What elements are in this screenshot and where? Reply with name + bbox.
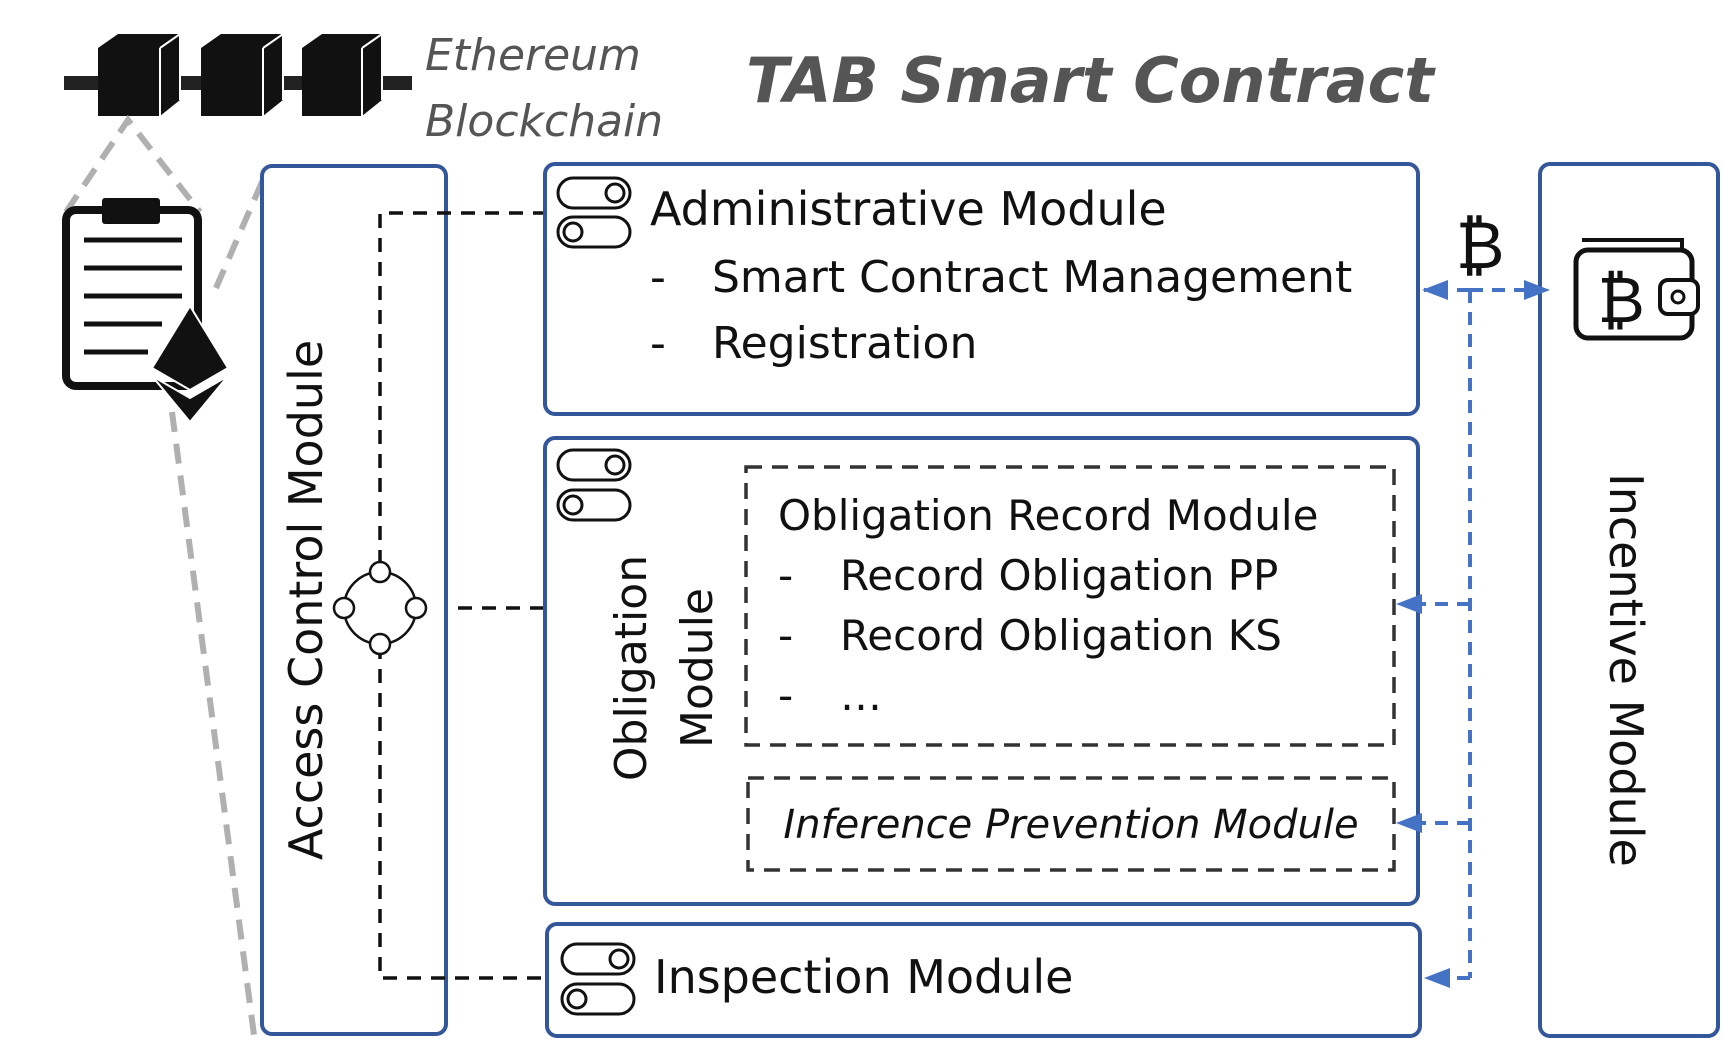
obligation-record-module-box — [744, 465, 1396, 747]
inspection-module-title: Inspection Module — [654, 950, 1073, 1004]
obligation-record-item-more: … — [840, 671, 882, 720]
bitcoin-icon: ₿ — [1597, 264, 1644, 338]
administrative-module-box — [543, 162, 1420, 416]
inference-prevention-module-box — [746, 776, 1396, 872]
inference-prevention-module-title: Inference Prevention Module — [783, 802, 1358, 848]
contract-document-icon — [62, 198, 202, 390]
blockchain-label-line1: Ethereum — [425, 30, 641, 81]
bitcoin-wallet-icon: ₿ — [1573, 238, 1700, 341]
obligation-record-bullet: - — [778, 551, 793, 600]
blockchain-icon — [64, 32, 412, 116]
administrative-item-registration: Registration — [712, 318, 977, 369]
inspection-module-box — [545, 922, 1422, 1038]
incentive-module-label: Incentive Module — [1599, 473, 1653, 867]
administrative-module-title: Administrative Module — [650, 182, 1167, 236]
blockchain-link-lines — [63, 114, 271, 1036]
obligation-module-label-line2: Module — [672, 588, 723, 748]
bitcoin-icon: ₿ — [1456, 207, 1505, 284]
ethereum-icon — [150, 304, 230, 424]
obligation-record-bullet: - — [778, 611, 793, 660]
obligation-module-box — [543, 436, 1420, 906]
incentive-arrows — [1396, 280, 1550, 988]
network-node-icon — [332, 560, 428, 656]
toggle-switch-icon — [556, 448, 632, 522]
administrative-item-smart-contract-management: Smart Contract Management — [712, 252, 1352, 303]
access-control-module-label: Access Control Module — [279, 340, 333, 860]
access-control-module-box — [260, 164, 448, 1036]
blockchain-label-line2: Blockchain — [425, 96, 663, 147]
diagram-title: TAB Smart Contract — [746, 44, 1436, 117]
obligation-record-bullet: - — [778, 671, 793, 720]
obligation-record-module-title: Obligation Record Module — [778, 491, 1318, 540]
access-control-connectors — [378, 211, 596, 980]
obligation-record-item-ks: Record Obligation KS — [840, 611, 1282, 660]
obligation-record-item-pp: Record Obligation PP — [840, 551, 1278, 600]
administrative-bullet: - — [650, 318, 666, 369]
toggle-switch-icon — [560, 942, 636, 1016]
toggle-switch-icon — [556, 176, 632, 249]
obligation-module-label-line1: Obligation — [606, 555, 657, 781]
administrative-bullet: - — [650, 252, 666, 303]
incentive-module-box — [1538, 162, 1720, 1038]
